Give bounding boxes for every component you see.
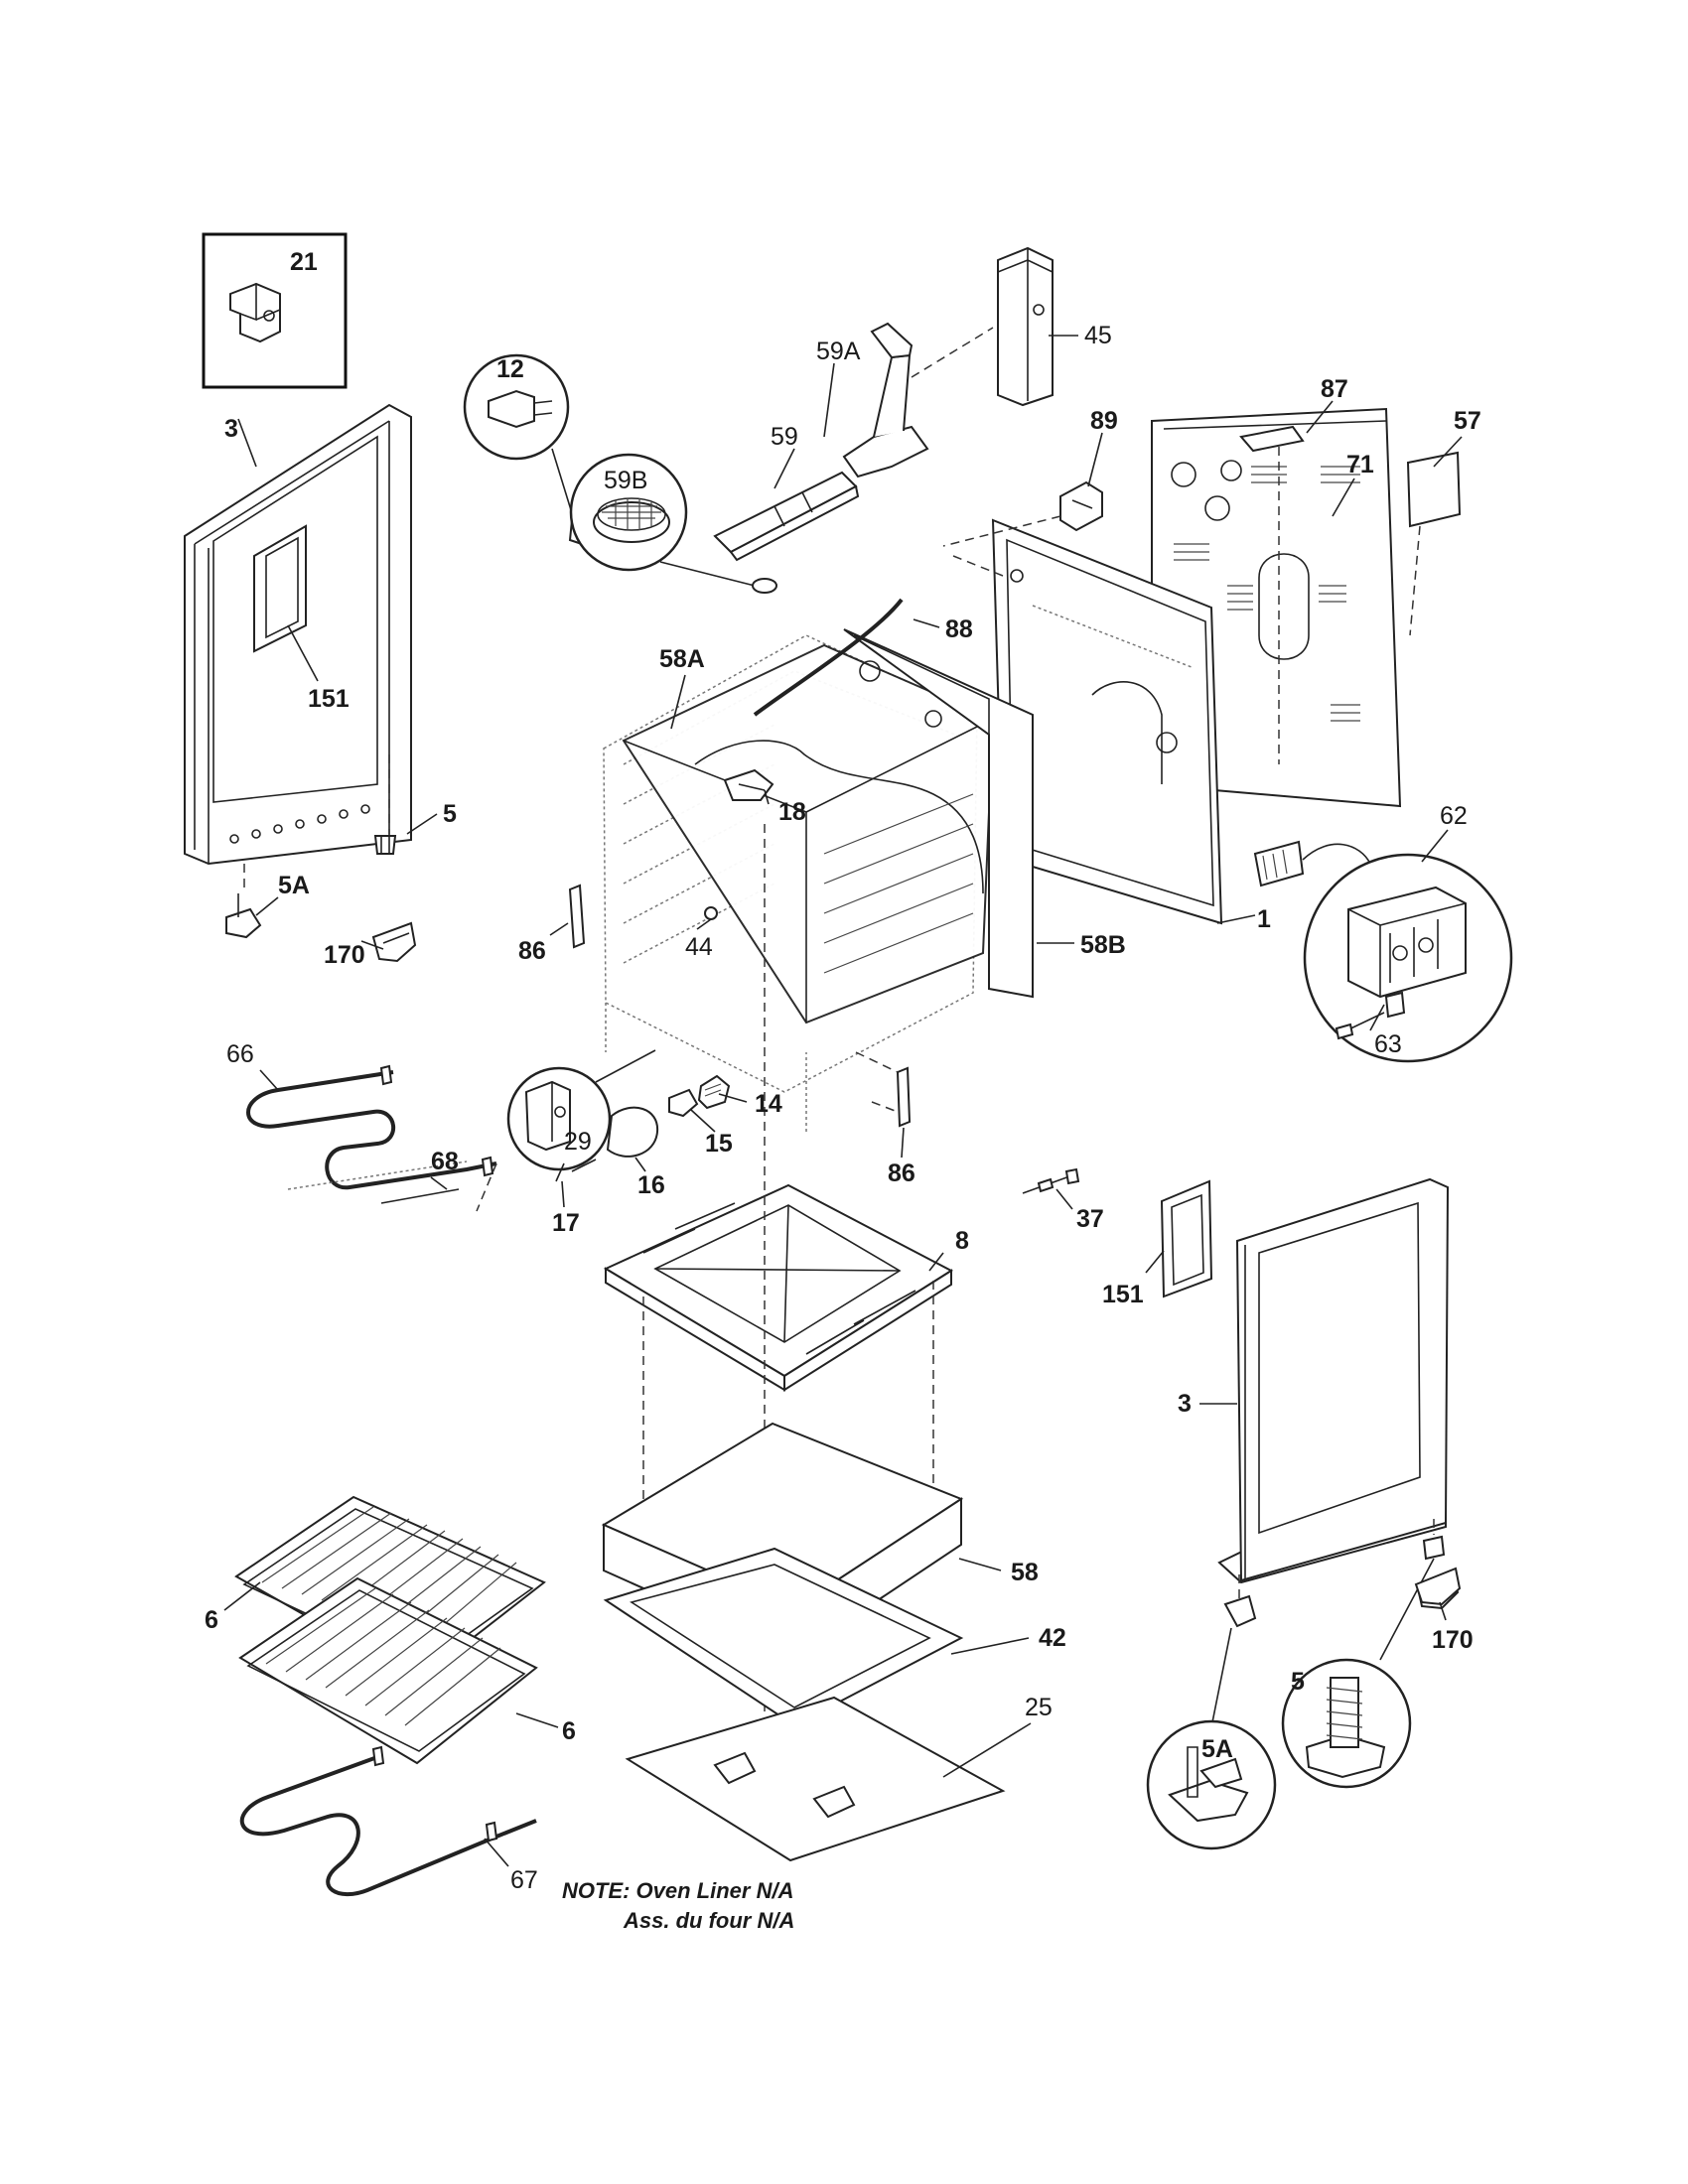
left-feet	[225, 754, 417, 963]
part-57-plate	[1406, 451, 1462, 636]
label-37: 37	[1076, 1205, 1104, 1233]
part-62-inset	[1253, 840, 1513, 1063]
label-68: 68	[431, 1148, 459, 1175]
part-88-wire	[753, 598, 904, 717]
label-5a-right: 5A	[1201, 1735, 1233, 1763]
rear-wall-1	[942, 480, 1223, 925]
label-17: 17	[552, 1209, 580, 1237]
part-170-right	[1414, 1567, 1462, 1606]
label-170-right: 170	[1432, 1626, 1474, 1654]
part-87-cover	[1239, 425, 1305, 764]
label-59b: 59B	[604, 467, 647, 494]
broil-element-67	[239, 1745, 537, 1897]
label-58: 58	[1011, 1559, 1039, 1586]
part-29-inset	[506, 1049, 656, 1171]
part-5-inset	[1281, 1658, 1412, 1789]
note-line-1: NOTE: Oven Liner N/A	[562, 1878, 793, 1903]
label-29: 29	[564, 1128, 592, 1156]
label-5-left: 5	[443, 800, 457, 828]
oven-bottom-8	[603, 1183, 954, 1392]
part-59b-inset	[569, 453, 777, 594]
part-21-inset	[202, 232, 348, 389]
cover-25	[625, 1696, 1006, 1862]
note-line-2: Ass. du four N/A	[623, 1908, 794, 1933]
label-58a: 58A	[659, 645, 705, 673]
callout-labels: 21 3 151 5 5A 170 12 59B 59 59A 45 89 87…	[205, 248, 1481, 1894]
label-63: 63	[1374, 1030, 1402, 1058]
label-25: 25	[1025, 1694, 1053, 1721]
leader-lines	[223, 335, 1463, 1867]
right-side-panel	[1217, 1177, 1450, 1584]
bracket-151-right	[1160, 1179, 1213, 1298]
label-151-right: 151	[1102, 1281, 1144, 1308]
frame-42	[603, 1547, 964, 1727]
label-8: 8	[955, 1227, 969, 1255]
label-86-left: 86	[518, 937, 546, 965]
vent-duct	[713, 246, 1054, 562]
label-5a-left: 5A	[278, 872, 310, 899]
left-side-panel	[184, 403, 412, 866]
label-59a: 59A	[816, 338, 861, 365]
label-15: 15	[705, 1130, 733, 1158]
part-86-left	[568, 884, 586, 949]
label-21: 21	[290, 248, 318, 276]
part-37-probe	[1022, 1167, 1080, 1194]
label-3-right: 3	[1178, 1390, 1192, 1418]
label-42: 42	[1039, 1624, 1066, 1652]
label-6-upper: 6	[205, 1606, 218, 1634]
label-86-right: 86	[888, 1160, 915, 1187]
label-89: 89	[1090, 407, 1118, 435]
label-44: 44	[685, 933, 713, 961]
part-5a-inset	[1146, 1719, 1277, 1850]
label-12: 12	[496, 355, 524, 383]
part-12-inset	[463, 353, 586, 546]
label-87: 87	[1321, 375, 1348, 403]
label-170-left: 170	[324, 941, 365, 969]
label-71: 71	[1346, 451, 1374, 478]
label-3-left: 3	[224, 415, 238, 443]
bake-element-66	[246, 1064, 497, 1212]
label-67: 67	[510, 1866, 538, 1894]
label-151-left: 151	[308, 685, 350, 713]
part-68-wire	[287, 1160, 468, 1204]
label-5-right: 5	[1291, 1668, 1305, 1696]
label-62: 62	[1440, 802, 1468, 830]
label-16: 16	[637, 1171, 665, 1199]
label-45: 45	[1084, 322, 1112, 349]
label-1: 1	[1257, 905, 1271, 933]
label-6-lower: 6	[562, 1717, 576, 1745]
label-88: 88	[945, 615, 973, 643]
label-18: 18	[778, 798, 806, 826]
label-66: 66	[226, 1040, 254, 1068]
oven-liner-note: NOTE: Oven Liner N/A Ass. du four N/A	[562, 1878, 794, 1933]
oven-rack-lower	[238, 1576, 538, 1765]
oven-cavity	[603, 628, 1034, 1132]
label-58b: 58B	[1080, 931, 1126, 959]
label-57: 57	[1454, 407, 1481, 435]
label-59: 59	[771, 423, 798, 451]
oven-light-assembly	[555, 1074, 731, 1182]
label-14: 14	[755, 1090, 782, 1118]
part-86-right	[855, 1051, 912, 1128]
panel-holes	[229, 804, 370, 844]
